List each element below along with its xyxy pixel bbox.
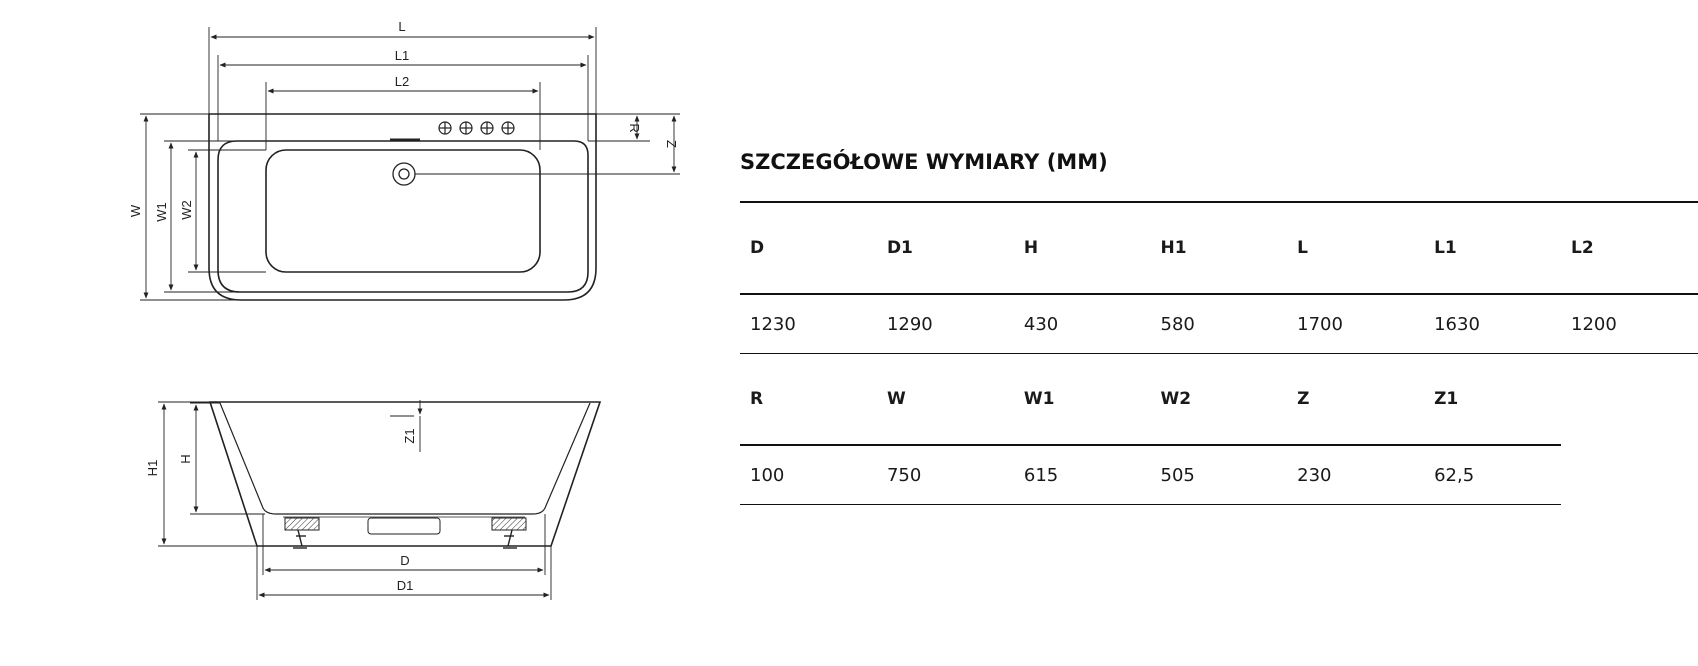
label-L1: L1 [395,48,409,63]
tub-outer-outline [208,113,597,301]
table-value-cell: 1290 [876,293,1014,354]
side-view-dimensions [158,400,552,600]
table-header-cell: Z [1287,353,1425,445]
tub-basin [265,149,541,273]
table-value-cell: 615 [1013,444,1151,505]
label-H1: H1 [145,460,160,477]
foot-left [284,517,320,531]
table-value-cell: 1630 [1424,293,1562,354]
table-value-cell: 580 [1150,293,1288,354]
table-row-values-1: 1230 1290 430 580 1700 1630 1200 [740,293,1698,354]
table-header-cell: H [1013,201,1151,294]
table-header-cell: H1 [1150,201,1288,294]
technical-drawing: L L1 L2 W W1 W2 R Z [128,19,680,600]
section-heading: SZCZEGÓŁOWE WYMIARY (MM) [740,150,1108,174]
table-value-cell: 230 [1287,444,1425,505]
label-W2: W2 [179,200,194,220]
label-L: L [398,19,405,34]
table-header-cell: L [1287,201,1425,294]
table-row-headers-2: R W W1 W2 Z Z1 [740,353,1698,446]
table-header-cell: L2 [1561,201,1698,294]
label-Z1: Z1 [402,428,417,443]
table-value-cell: 750 [876,444,1014,505]
table-row-headers-1: D D1 H H1 L L1 L2 [740,201,1698,294]
table-header-cell: L1 [1424,201,1562,294]
label-Z: Z [664,140,679,148]
tub-rim-inner [217,140,589,293]
top-view [208,113,597,301]
table-value-cell: 100 [740,444,877,505]
table-value-cell: 505 [1150,444,1288,505]
table-value-cell: 1200 [1561,293,1698,354]
label-D1: D1 [397,578,414,593]
table-header-cell: R [740,353,877,445]
faucet-holes [438,121,515,135]
label-R: R [627,123,642,132]
leg-left [293,529,307,549]
label-H: H [178,454,193,463]
dimensions-table: D D1 H H1 L L1 L2 1230 1290 430 580 1700… [740,201,1698,505]
table-empty-cell [1561,354,1698,446]
leg-right [503,529,517,549]
table-header-cell: D1 [876,201,1014,294]
table-header-cell: W [876,353,1014,445]
table-header-cell: W1 [1013,353,1151,445]
table-empty-cell [1561,445,1698,505]
tub-side-outer [208,401,602,547]
table-value-cell: 1230 [740,293,877,354]
label-W1: W1 [154,202,169,222]
label-L2: L2 [395,74,409,89]
top-view-dimensions [140,27,680,301]
drain [392,162,541,186]
table-value-cell: 1700 [1287,293,1425,354]
tub-side-inner [219,402,591,515]
table-header-cell: W2 [1150,353,1288,445]
table-header-cell: Z1 [1424,353,1562,445]
table-value-cell: 430 [1013,293,1151,354]
drain-housing [367,517,441,535]
table-value-cell: 62,5 [1424,444,1562,505]
label-D: D [400,553,409,568]
label-W: W [128,204,143,217]
foot-right [491,517,527,531]
table-header-cell: D [740,201,877,294]
table-row-values-2: 100 750 615 505 230 62,5 [740,444,1698,505]
side-view [208,401,602,549]
